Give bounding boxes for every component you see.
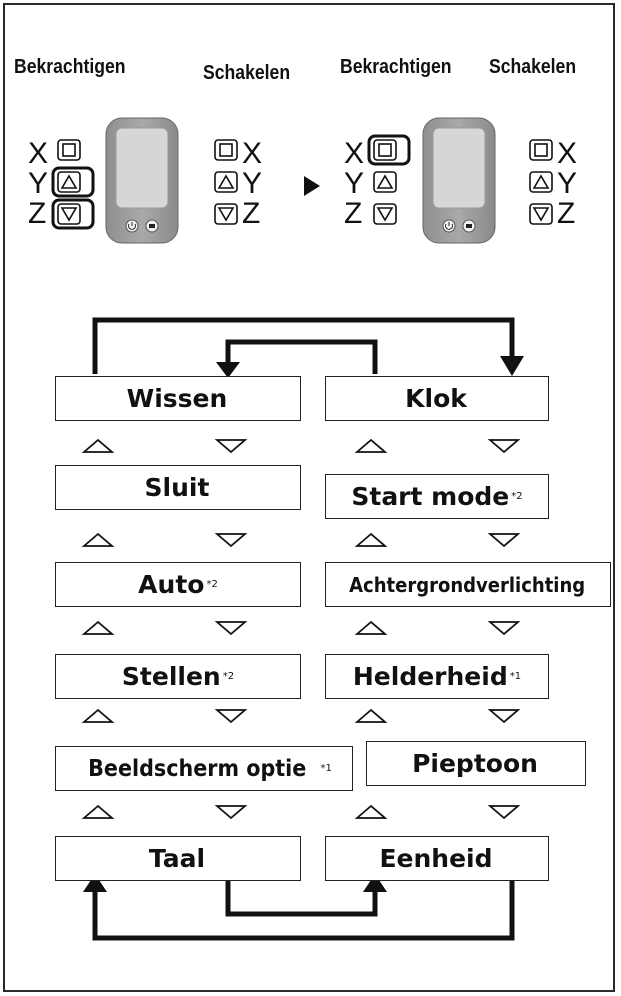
letter-z: Z — [557, 197, 575, 230]
up-button-icon — [214, 171, 238, 193]
footnote-marker: *2 — [222, 671, 235, 682]
up-triangle-icon — [81, 532, 115, 547]
up-triangle-icon — [81, 438, 115, 453]
menu-item-label: Pieptoon — [412, 749, 538, 778]
device-icon — [422, 117, 496, 244]
header-right-power: Bekrachtigen — [340, 56, 452, 78]
letter-x: X — [28, 137, 48, 170]
diagram-frame — [3, 3, 615, 992]
menu-item-auto: Auto*2 — [55, 562, 301, 607]
down-button-icon — [529, 203, 553, 225]
down-triangle-icon — [214, 439, 248, 454]
down-triangle-icon — [487, 805, 521, 820]
footnote-marker: *2 — [511, 491, 523, 502]
down-triangle-icon — [487, 621, 521, 636]
menu-item-label: Achtergrondverlichting — [348, 572, 586, 597]
right-device-illustration: X Y Z X Y Z — [344, 117, 577, 244]
letter-y: Y — [242, 167, 262, 200]
menu-item-eenheid: Eenheid — [325, 836, 549, 881]
letter-y: Y — [28, 167, 48, 200]
menu-item-label: Klok — [405, 384, 467, 413]
letter-y: Y — [557, 167, 577, 200]
menu-item-pieptoon: Pieptoon — [366, 741, 586, 786]
menu-item-label: Stellen — [121, 662, 221, 691]
down-triangle-icon — [214, 709, 248, 724]
up-triangle-icon — [354, 708, 388, 723]
up-triangle-icon — [81, 620, 115, 635]
down-triangle-icon — [214, 533, 248, 548]
down-triangle-icon — [487, 709, 521, 724]
menu-item-label: Eenheid — [379, 844, 493, 873]
menu-item-label: Taal — [148, 844, 206, 873]
menu-item-start-mode: Start mode*2 — [325, 474, 549, 519]
flow-arrowheads — [83, 356, 524, 892]
down-button-icon — [373, 203, 397, 225]
arrow-down-icon — [500, 356, 524, 376]
up-triangle-icon — [354, 620, 388, 635]
connector-taal-eenheid — [225, 880, 378, 917]
arrow-up-icon — [363, 874, 387, 892]
letter-x: X — [344, 137, 364, 170]
menu-item-taal: Taal — [55, 836, 301, 881]
navigation-triangles — [81, 438, 521, 820]
device-icon — [105, 117, 179, 244]
letter-x: X — [242, 137, 262, 170]
menu-item-stellen: Stellen*2 — [55, 654, 301, 699]
down-triangle-icon — [487, 439, 521, 454]
flow-connectors — [92, 317, 515, 941]
down-triangle-icon — [214, 621, 248, 636]
down-triangle-icon — [487, 533, 521, 548]
footnote-marker: *2 — [206, 579, 218, 590]
down-button-icon — [57, 203, 81, 225]
highlight-frame — [367, 134, 411, 166]
highlight-frame — [51, 166, 95, 198]
highlight-frame — [51, 198, 95, 230]
menu-item-label: Sluit — [144, 473, 210, 502]
menu-item-label: Beeldscherm optie — [88, 755, 307, 782]
menu-item-label: Wissen — [126, 384, 228, 413]
letter-z: Z — [242, 197, 260, 230]
header-left-switch: Schakelen — [203, 62, 291, 84]
left-device-illustration: X Y Z X Y Z — [28, 117, 262, 244]
up-triangle-icon — [81, 804, 115, 819]
menu-item-helderheid: Helderheid*1 — [325, 654, 549, 699]
menu-item-achtergrondverlichting: Achtergrondverlichting — [325, 562, 611, 607]
up-button-icon — [57, 171, 81, 193]
up-triangle-icon — [354, 804, 388, 819]
square-button-icon — [373, 139, 397, 161]
menu-item-sluit: Sluit — [55, 465, 301, 510]
up-triangle-icon — [81, 708, 115, 723]
up-triangle-icon — [354, 532, 388, 547]
menu-item-wissen: Wissen — [55, 376, 301, 421]
arrow-right-icon — [304, 176, 320, 196]
letter-y: Y — [344, 167, 364, 200]
menu-item-label: Auto — [138, 570, 205, 599]
down-button-icon — [214, 203, 238, 225]
arrow-down-icon — [216, 362, 240, 378]
footnote-marker: *1 — [320, 763, 332, 774]
down-triangle-icon — [214, 805, 248, 820]
letter-z: Z — [344, 197, 362, 230]
letter-x: X — [557, 137, 577, 170]
menu-item-klok: Klok — [325, 376, 549, 421]
up-button-icon — [373, 171, 397, 193]
menu-item-label: Start mode — [351, 482, 510, 511]
arrow-up-icon — [83, 874, 107, 892]
connector-eenheid-taal — [92, 880, 515, 941]
footnote-marker: *1 — [509, 671, 522, 682]
up-triangle-icon — [354, 438, 388, 453]
menu-item-label: Helderheid — [352, 662, 508, 691]
menu-item-beeldscherm-optie: Beeldscherm optie *1 — [55, 746, 353, 791]
up-button-icon — [529, 171, 553, 193]
header-right-switch: Schakelen — [489, 56, 577, 78]
header-left-power: Bekrachtigen — [14, 56, 126, 78]
connector-wissen-klok — [92, 317, 515, 374]
square-button-icon — [57, 139, 81, 161]
letter-z: Z — [28, 197, 46, 230]
square-button-icon — [214, 139, 238, 161]
connector-klok-wissen — [225, 339, 378, 374]
square-button-icon — [529, 139, 553, 161]
